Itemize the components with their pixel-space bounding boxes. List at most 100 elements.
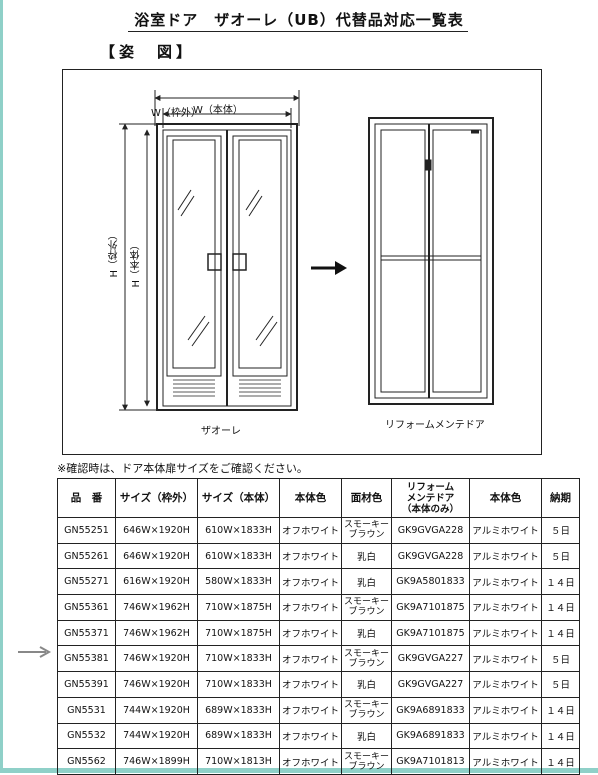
cell-product-code: GN5531	[57, 696, 116, 724]
cell-reform-color: アルミホワイト	[469, 594, 542, 621]
row-indicator-arrow-icon	[18, 646, 52, 658]
cell-lead-time: １４日	[541, 748, 580, 775]
cell-size-body: 710W×1875H	[197, 594, 280, 621]
cell-size-outer: 746W×1962H	[115, 619, 198, 647]
page-title: 浴室ドア ザオーレ（UB）代替品対応一覧表	[134, 11, 464, 29]
panel-color-text: スモーキー	[343, 700, 389, 711]
cell-reform-code: GK9A7101875	[391, 619, 470, 647]
cell-reform-color: アルミホワイト	[469, 645, 542, 673]
cell-body-color: オフホワイト	[279, 696, 342, 724]
size-check-note: ※確認時は、ドア本体扉サイズをご確認ください。	[57, 462, 308, 475]
cell-panel-color: スモーキーブラウン	[341, 696, 392, 724]
cell-product-code: GN5532	[57, 722, 116, 750]
cell-panel-color: スモーキーブラウン	[341, 748, 392, 775]
cell-size-outer: 746W×1899H	[115, 748, 198, 775]
cell-panel-color: スモーキーブラウン	[341, 517, 392, 544]
cell-panel-color: 乳白	[341, 671, 392, 698]
cell-size-outer: 746W×1920H	[115, 671, 198, 698]
cell-size-body: 610W×1833H	[197, 542, 280, 570]
zaore-door-drawing	[156, 123, 298, 411]
cell-body-color: オフホワイト	[279, 517, 342, 544]
cell-body-color: オフホワイト	[279, 594, 342, 621]
cell-reform-code: GK9GVGA227	[391, 645, 470, 673]
cell-size-outer: 646W×1920H	[115, 542, 198, 570]
cell-body-color: オフホワイト	[279, 568, 342, 596]
header-product-code: 品 番	[57, 478, 116, 518]
cell-size-outer: 744W×1920H	[115, 696, 198, 724]
height-body-label: H（本体）	[131, 240, 142, 288]
cell-product-code: GN55251	[57, 517, 116, 544]
cell-body-color: オフホワイト	[279, 722, 342, 750]
cell-product-code: GN55271	[57, 568, 116, 596]
panel-color-text: ブラウン	[348, 658, 385, 669]
cell-reform-color: アルミホワイト	[469, 671, 542, 698]
cell-product-code: GN55381	[57, 645, 116, 673]
cell-product-code: GN55391	[57, 671, 116, 698]
reform-door-drawing	[368, 117, 494, 405]
cell-reform-code: GK9A5801833	[391, 568, 470, 596]
cell-reform-code: GK9A6891833	[391, 696, 470, 724]
cell-lead-time: １４日	[541, 696, 580, 724]
cell-panel-color: スモーキーブラウン	[341, 594, 392, 621]
cell-size-outer: 744W×1920H	[115, 722, 198, 750]
cell-lead-time: ５日	[541, 671, 580, 698]
panel-color-text: スモーキー	[343, 597, 389, 608]
panel-color-text: スモーキー	[343, 751, 389, 762]
panel-color-text: ブラウン	[348, 710, 385, 721]
arrow-icon	[311, 261, 347, 275]
panel-color-text: 乳白	[356, 577, 376, 589]
cell-size-outer: 746W×1962H	[115, 594, 198, 621]
replacement-table: 品 番 サイズ（枠外） サイズ（本体） 本体色 面材色 リフォーム メンテドア …	[57, 478, 580, 775]
cell-body-color: オフホワイト	[279, 645, 342, 673]
cell-lead-time: １４日	[541, 594, 580, 621]
cell-size-body: 689W×1833H	[197, 696, 280, 724]
cell-reform-color: アルミホワイト	[469, 568, 542, 596]
cell-size-outer: 646W×1920H	[115, 517, 198, 544]
door-drawings	[119, 90, 494, 411]
panel-color-text: 乳白	[356, 680, 376, 692]
cell-reform-code: GK9A7101875	[391, 594, 470, 621]
header-lead-time: 納期	[541, 478, 580, 518]
cell-size-outer: 616W×1920H	[115, 568, 198, 596]
cell-body-color: オフホワイト	[279, 671, 342, 698]
panel-color-text: ブラウン	[348, 530, 385, 541]
cell-lead-time: １４日	[541, 722, 580, 750]
cell-reform-code: GK9A7101813	[391, 748, 470, 775]
figure-box: W（枠外） W（本体） H（枠外） H（本体） ザオーレ リフォームメンテドア	[62, 69, 542, 455]
cell-panel-color: 乳白	[341, 568, 392, 596]
panel-color-text: ブラウン	[348, 607, 385, 618]
section-heading: 【姿 図】	[100, 43, 196, 61]
cell-panel-color: 乳白	[341, 722, 392, 750]
cell-size-body: 610W×1833H	[197, 517, 280, 544]
cell-reform-code: GK9GVGA227	[391, 671, 470, 698]
panel-color-text: 乳白	[356, 731, 376, 743]
cell-reform-code: GK9GVGA228	[391, 517, 470, 544]
cell-reform-color: アルミホワイト	[469, 619, 542, 647]
cell-panel-color: 乳白	[341, 619, 392, 647]
height-outer-label: H（枠外）	[109, 230, 120, 278]
cell-lead-time: １４日	[541, 619, 580, 647]
cell-size-body: 710W×1833H	[197, 645, 280, 673]
cell-panel-color: 乳白	[341, 542, 392, 570]
cell-size-body: 580W×1833H	[197, 568, 280, 596]
cell-size-body: 710W×1875H	[197, 619, 280, 647]
cell-size-body: 710W×1833H	[197, 671, 280, 698]
cell-size-body: 689W×1833H	[197, 722, 280, 750]
table-header-row: 品 番 サイズ（枠外） サイズ（本体） 本体色 面材色 リフォーム メンテドア …	[57, 478, 580, 518]
cell-reform-color: アルミホワイト	[469, 748, 542, 775]
cell-lead-time: １４日	[541, 568, 580, 596]
cell-panel-color: スモーキーブラウン	[341, 645, 392, 673]
panel-color-text: 乳白	[356, 629, 376, 641]
header-size-outer: サイズ（枠外）	[115, 478, 198, 518]
cell-body-color: オフホワイト	[279, 748, 342, 775]
cell-size-outer: 746W×1920H	[115, 645, 198, 673]
reform-door-caption: リフォームメンテドア	[385, 420, 485, 431]
panel-color-text: スモーキー	[343, 520, 389, 531]
cell-lead-time: ５日	[541, 645, 580, 673]
